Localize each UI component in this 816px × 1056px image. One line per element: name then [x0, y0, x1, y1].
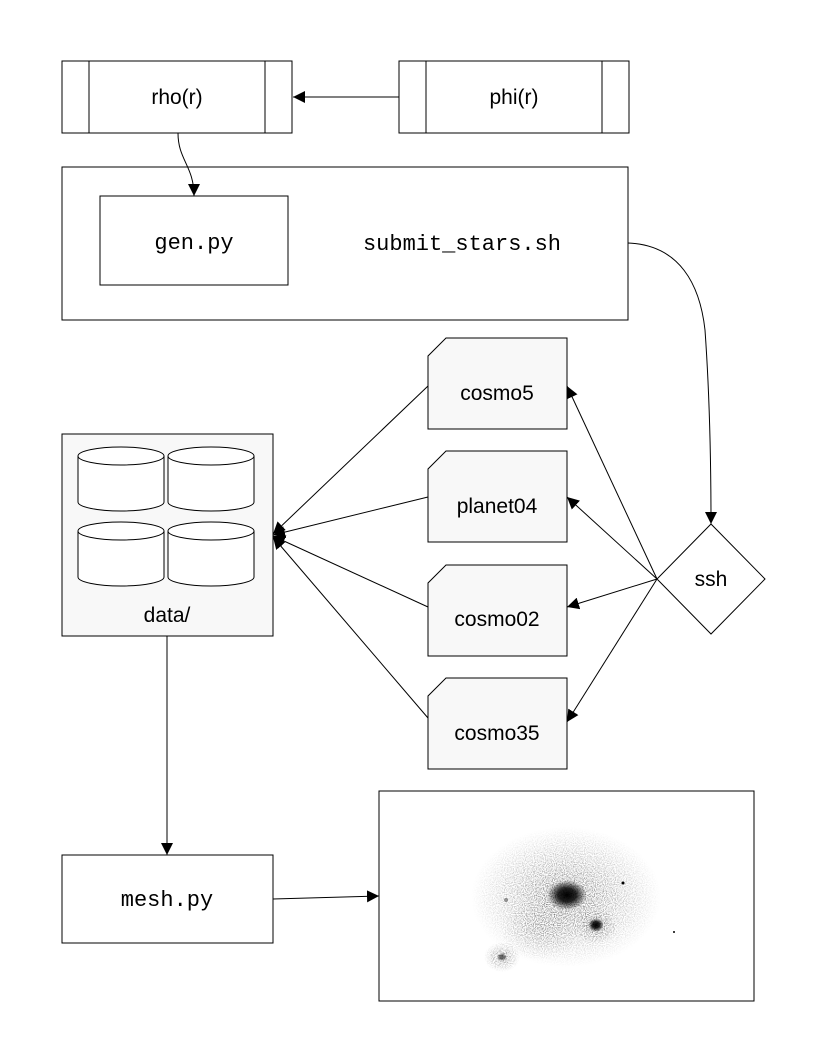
node-phi-label: phi(r) [489, 86, 538, 109]
node-cosmo35: cosmo35 [427, 677, 568, 770]
edge-planet04-data [272, 496, 429, 538]
node-plot-image [378, 790, 755, 1002]
edge-ssh-cosmo35 [566, 578, 658, 723]
edge-ssh-cosmo02 [566, 578, 658, 610]
node-gen: gen.py [99, 195, 289, 286]
node-cosmo5: cosmo5 [427, 337, 568, 430]
node-gen-label: gen.py [154, 231, 233, 256]
node-rho: rho(r) [61, 60, 293, 134]
node-data: data/ [61, 433, 274, 637]
node-cosmo5-label: cosmo5 [460, 382, 534, 405]
edge-mesh-plot [272, 890, 380, 903]
edge-submit-ssh [627, 242, 717, 525]
node-mesh: mesh.py [61, 854, 274, 944]
node-cosmo02-label: cosmo02 [454, 608, 539, 631]
node-rho-label: rho(r) [151, 86, 202, 109]
edge-cosmo35-data [272, 536, 429, 719]
node-submit-stars-label: submit_stars.sh [363, 232, 561, 257]
edge-ssh-planet04 [566, 496, 658, 580]
density-scatter-image [471, 827, 675, 972]
node-data-label: data/ [144, 604, 191, 627]
edge-rho-gen [177, 132, 200, 197]
edges [161, 91, 717, 903]
edge-cosmo5-data [272, 385, 429, 535]
node-cosmo02: cosmo02 [427, 564, 568, 657]
node-cosmo35-label: cosmo35 [454, 722, 539, 745]
edge-ssh-cosmo5 [566, 385, 658, 580]
node-mesh-label: mesh.py [121, 888, 213, 913]
node-phi: phi(r) [398, 60, 630, 134]
node-planet04: planet04 [427, 450, 568, 543]
node-planet04-label: planet04 [457, 495, 538, 518]
node-ssh: ssh [656, 523, 766, 635]
node-ssh-label: ssh [695, 568, 728, 591]
edge-cosmo02-data [272, 535, 429, 608]
database-icon [77, 446, 255, 587]
